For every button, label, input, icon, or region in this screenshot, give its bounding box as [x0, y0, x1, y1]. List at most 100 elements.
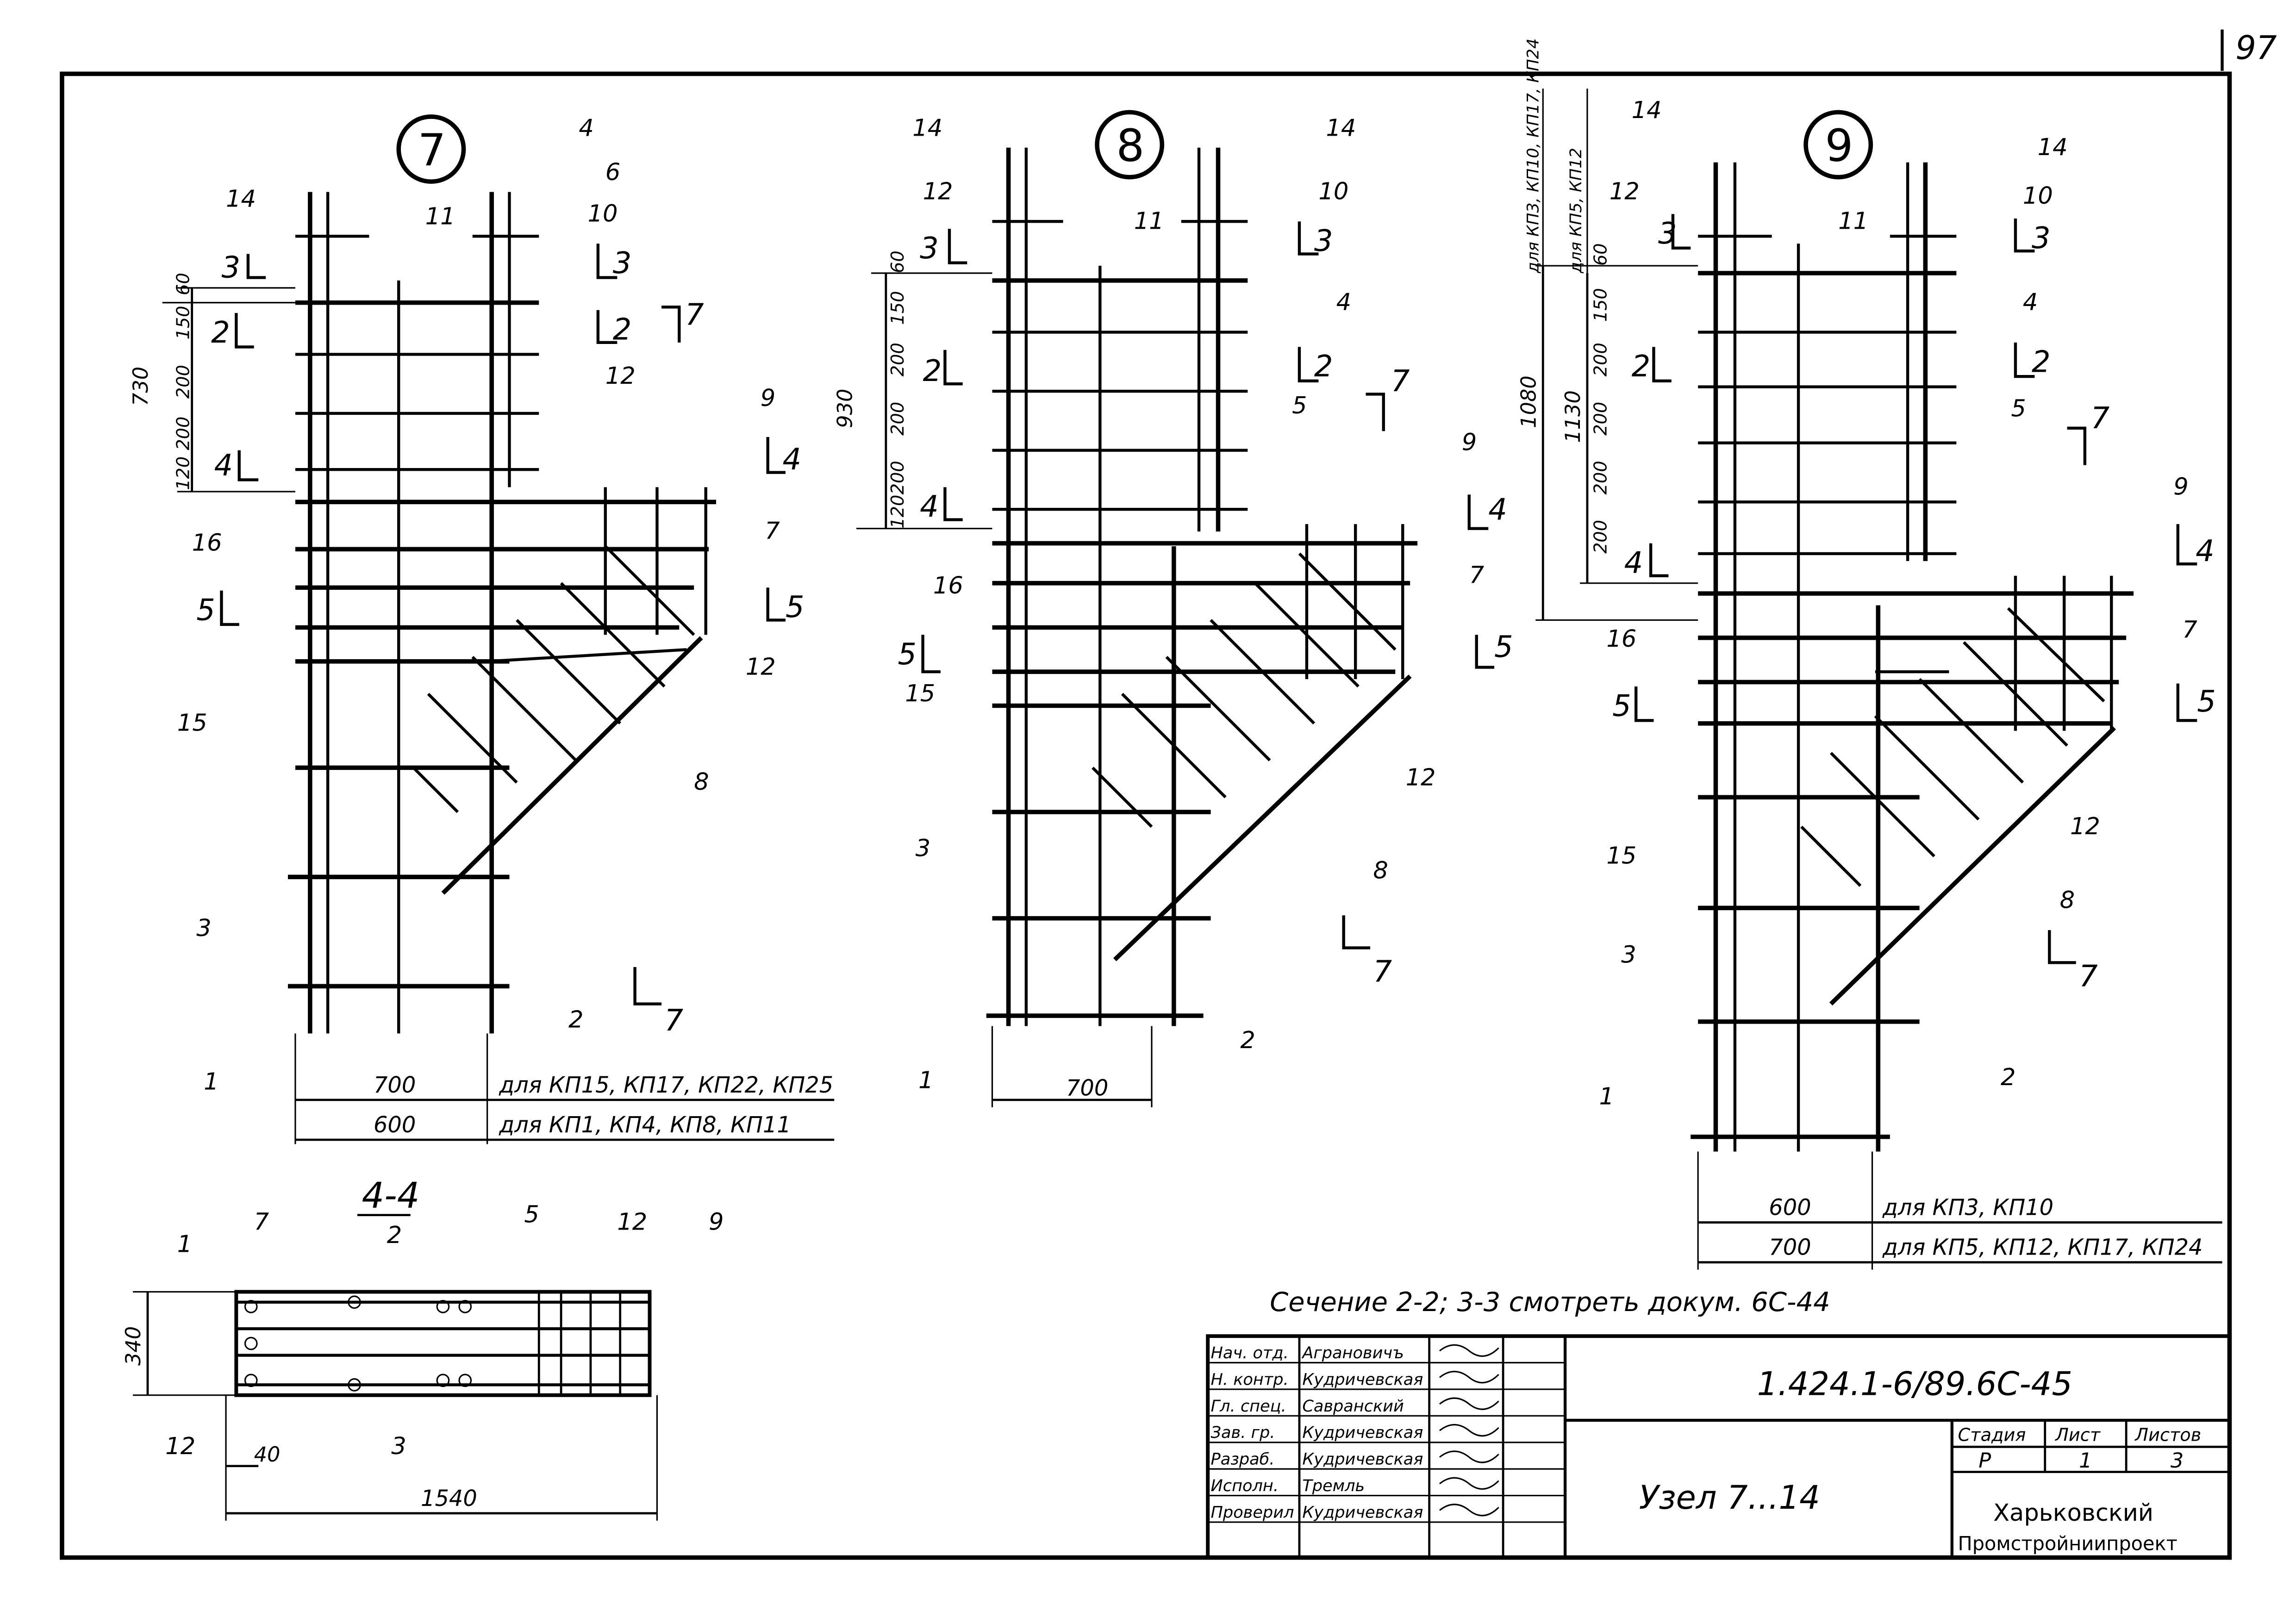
bottom-note: для КП15, КП17, КП22, КП25	[499, 1073, 833, 1098]
role-label: Проверил	[1211, 1503, 1294, 1522]
callout-label: 3	[196, 915, 211, 942]
callout-label: 4	[1336, 289, 1351, 316]
callout-label: 12	[1406, 764, 1436, 792]
callout-label: 15	[1606, 843, 1636, 870]
bottom-dim-label: 600	[1769, 1195, 1811, 1221]
node-7-labels: 7 4 6 10 11 14 12 9 7 16 12 15 8 3 2 1 6…	[129, 114, 833, 1138]
callout-label: 3	[916, 835, 930, 862]
document-code: 1.424.1-6/89.6С-45	[1757, 1365, 2072, 1403]
dim-total-label: 1130	[1561, 390, 1585, 443]
callout-label: 12	[165, 1433, 195, 1460]
node-7-drawing	[162, 114, 835, 1144]
section-mark-label: 7	[685, 298, 704, 332]
section-mark-label: 3	[613, 246, 632, 281]
role-name: Аграновичъ	[1301, 1343, 1404, 1362]
callout-label: 14	[226, 185, 256, 212]
bottom-dim-label: 700	[1769, 1235, 1811, 1261]
role-label: Зав. гр.	[1211, 1423, 1275, 1442]
sheets-header: Листов	[2134, 1425, 2201, 1446]
callout-label: 11	[1134, 207, 1164, 235]
callout-label: 16	[1606, 625, 1636, 653]
node-8-labels: 8 14 14 12 10 11 4 5 9 7 16 15 12 3 8 2 …	[833, 114, 1484, 1101]
node-7-number: 7	[418, 124, 446, 176]
bottom-dim-label: 700	[374, 1073, 416, 1098]
callout-label: 2	[568, 1006, 583, 1034]
section-mark-label: 3	[920, 231, 939, 266]
dim-label: 340	[121, 1326, 145, 1366]
callout-label: 1	[918, 1067, 933, 1094]
org-name-line1: Харьковский	[1993, 1499, 2153, 1527]
reference-note: Сечение 2-2; 3-3 смотреть докум. 6С-44	[1270, 1287, 1830, 1318]
section-mark-label: 7	[1391, 364, 1410, 399]
callout-label: 16	[192, 530, 222, 557]
section-title: 4-4	[362, 1175, 419, 1217]
role-label: Н. контр.	[1211, 1370, 1289, 1389]
callout-label: 3	[391, 1433, 406, 1460]
dim-label: 200	[173, 417, 193, 450]
callout-label: 14	[1632, 97, 1662, 124]
section-mark-label: 4	[2196, 534, 2215, 568]
callout-label: 12	[605, 362, 636, 390]
role-name: Кудричевская	[1302, 1450, 1423, 1469]
dim-total-label: 730	[129, 367, 153, 406]
callout-label: 12	[2070, 813, 2100, 840]
callout-label: 7	[2182, 617, 2197, 644]
section-mark-label: 2	[1314, 350, 1333, 384]
section-mark-label: 5	[1494, 630, 1513, 664]
section-marks-8	[921, 221, 1494, 949]
section-mark-label: 4	[1488, 493, 1507, 527]
section-mark-label: 7	[2091, 401, 2110, 436]
callout-label: 7	[254, 1209, 269, 1236]
section-mark-label: 3	[2032, 221, 2051, 256]
dim-label: 200	[173, 365, 193, 399]
callout-label: 12	[1610, 178, 1640, 206]
callout-label: 8	[694, 768, 709, 796]
role-name: Кудричевская	[1302, 1370, 1423, 1389]
role-label: Разраб.	[1211, 1450, 1275, 1469]
callout-label: 1	[1599, 1083, 1614, 1110]
dim-label: 200	[1590, 343, 1611, 376]
callout-label: 3	[1621, 941, 1636, 968]
node-9-marker	[1803, 110, 1873, 180]
section-mark-label: 3	[1314, 224, 1333, 258]
section-mark-label: 2	[2032, 345, 2051, 380]
sheet-header: Лист	[2054, 1425, 2101, 1446]
callout-label: 2	[387, 1222, 402, 1249]
role-name: Кудричевская	[1302, 1423, 1423, 1442]
section-4-4-drawing	[133, 1214, 658, 1521]
sheet-value: 1	[2079, 1449, 2092, 1473]
dim-label: 200	[887, 461, 908, 494]
callout-label: 9	[709, 1209, 724, 1236]
role-label: Исполн.	[1211, 1476, 1279, 1495]
node-9-labels: 9 14 14 12 10 11 4 5 9 7 16 12 15 8 3 2 …	[1516, 38, 2202, 1261]
callout-label: 5	[524, 1201, 539, 1229]
callout-label: 7	[765, 518, 780, 545]
section-mark-label: 5	[786, 590, 805, 625]
dim-label: 60	[1590, 243, 1611, 266]
section-marks-7	[220, 244, 786, 1006]
dim-label: 200	[1590, 520, 1611, 554]
section-mark-label: 3	[221, 251, 240, 285]
callout-label: 15	[905, 680, 935, 707]
drawing-title: Узел 7...14	[1639, 1479, 1820, 1517]
top-note: для КП5, КП12	[1566, 148, 1585, 274]
section-mark-label: 2	[613, 312, 632, 347]
callout-label: 1	[177, 1230, 192, 1258]
section-mark-label: 4	[920, 490, 939, 524]
section-mark-label: 5	[2197, 685, 2216, 719]
dim-label: 200	[1590, 461, 1611, 494]
section-mark-label: 2	[211, 316, 230, 350]
section-mark-label: 7	[664, 1004, 683, 1038]
section-mark-label: 7	[2079, 959, 2098, 993]
section-mark-label: 2	[1632, 350, 1651, 384]
top-note: для КП3, КП10, КП17, КП24	[1524, 38, 1543, 274]
callout-label: 4	[579, 114, 593, 142]
dim-total-label: 1080	[1516, 375, 1541, 428]
callout-label: 8	[1373, 857, 1388, 885]
dim-label: 150	[1590, 288, 1611, 322]
bottom-note: для КП1, КП4, КП8, КП11	[499, 1112, 791, 1138]
callout-label: 14	[1326, 114, 1356, 142]
callout-label: 4	[2023, 289, 2038, 316]
callout-label: 14	[2038, 134, 2068, 161]
